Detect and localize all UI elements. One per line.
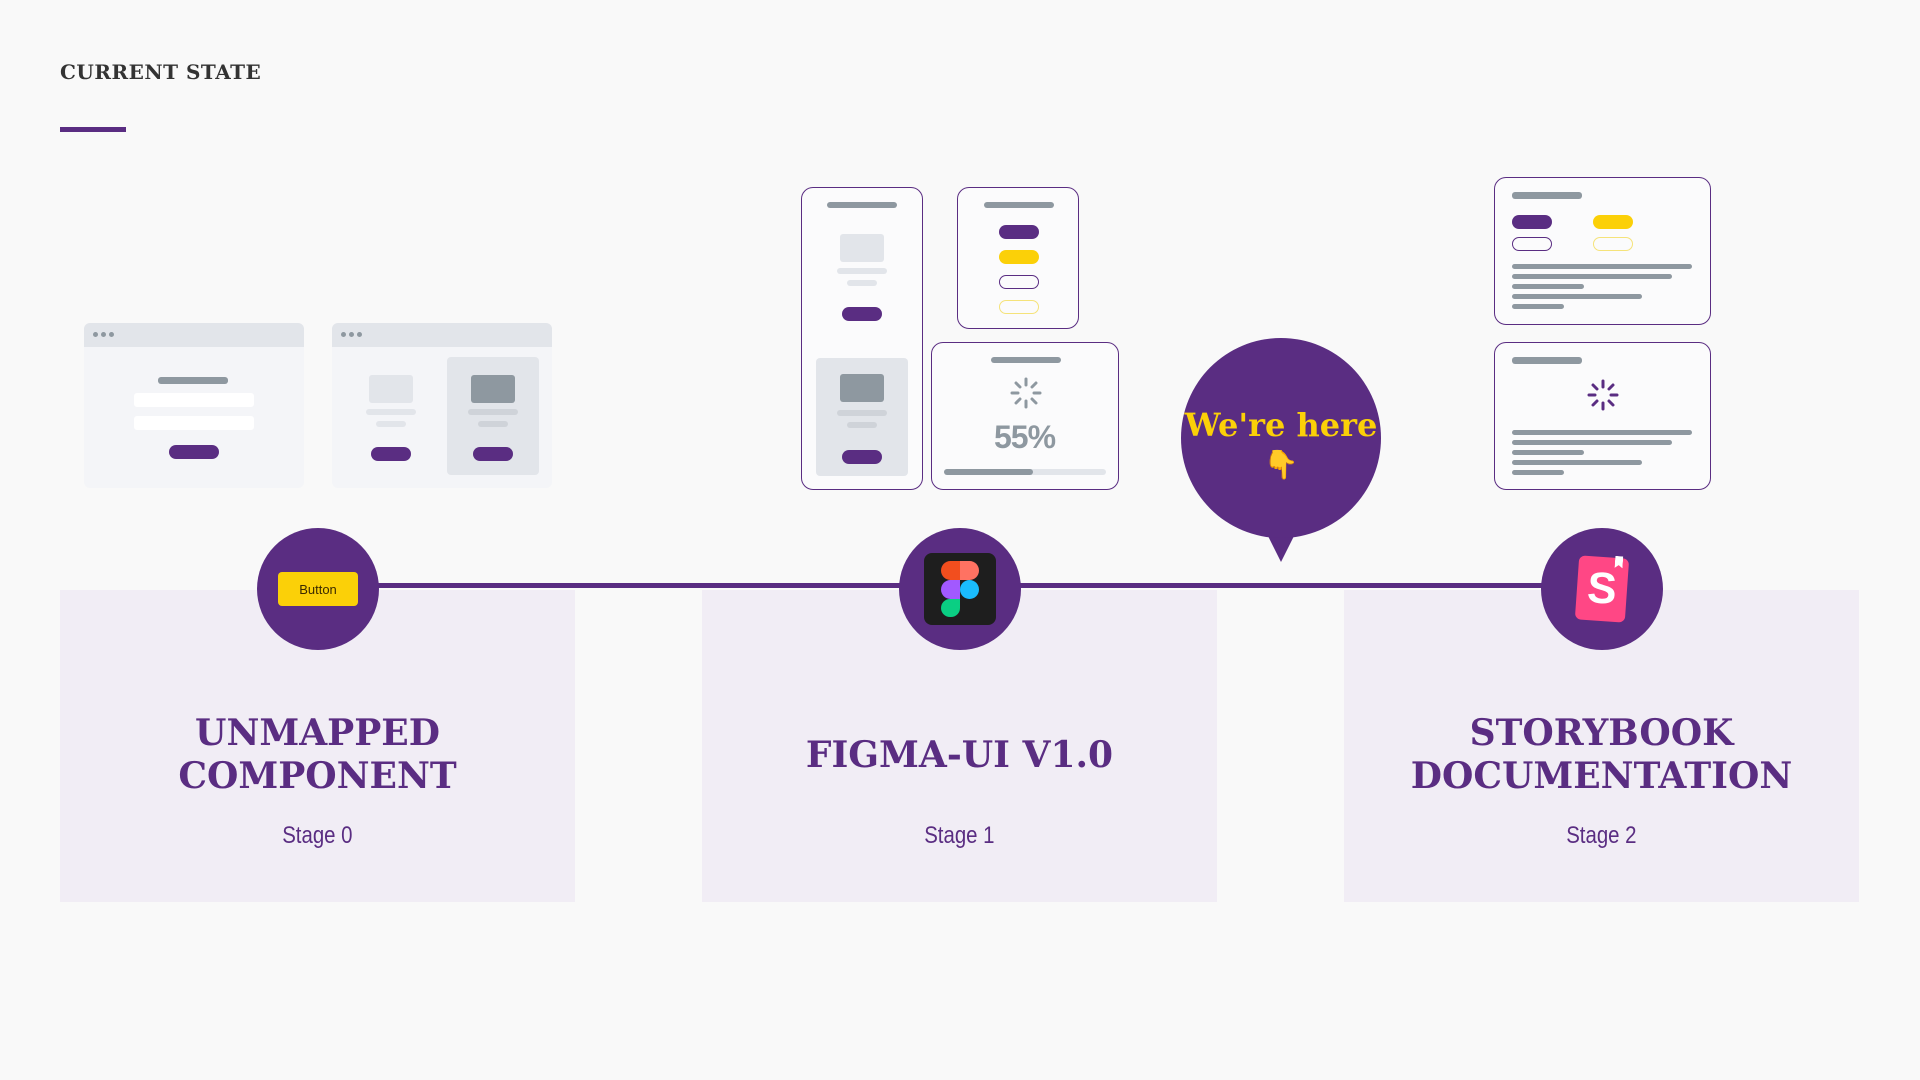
figma-frame-buttons [957,187,1079,329]
stage-label: Stage 1 [924,822,995,849]
browser-titlebar [84,323,304,347]
stage-marker-2: S [1541,528,1663,650]
progress-track [944,469,1106,475]
title-underline [60,127,126,132]
stage-title: STORYBOOK DOCUMENTATION [1410,712,1793,797]
stage-label: Stage 2 [1566,822,1637,849]
stage-label: Stage 0 [282,822,353,849]
storybook-doc-buttons [1494,177,1711,325]
progress-percent: 55% [994,419,1056,455]
browser-mockup-login [84,323,304,488]
browser-titlebar [332,323,552,347]
page-title: CURRENT STATE [60,60,262,84]
button-icon: Button [278,572,358,606]
browser-mockup-cards [332,323,552,488]
figma-frame-card [801,187,923,490]
figma-frame-progress: 55% [931,342,1119,490]
current-position-callout: We're here 👇 [1181,338,1381,538]
figma-icon [924,553,996,625]
callout-text: We're here [1184,405,1378,444]
storybook-letter: S [1585,563,1619,614]
spinner-icon [1010,377,1042,409]
spinner-icon [1587,379,1619,411]
stage-title: FIGMA-UI V1.0 [805,733,1114,776]
stage-marker-1 [899,528,1021,650]
progress-fill [944,469,1034,475]
storybook-doc-spinner [1494,342,1711,490]
pointing-down-icon: 👇 [1263,447,1299,481]
stage-marker-0: Button [257,528,379,650]
storybook-icon: S [1574,555,1630,623]
button-icon-label: Button [299,581,337,597]
stage-title: UNMAPPED COMPONENT [178,712,457,797]
